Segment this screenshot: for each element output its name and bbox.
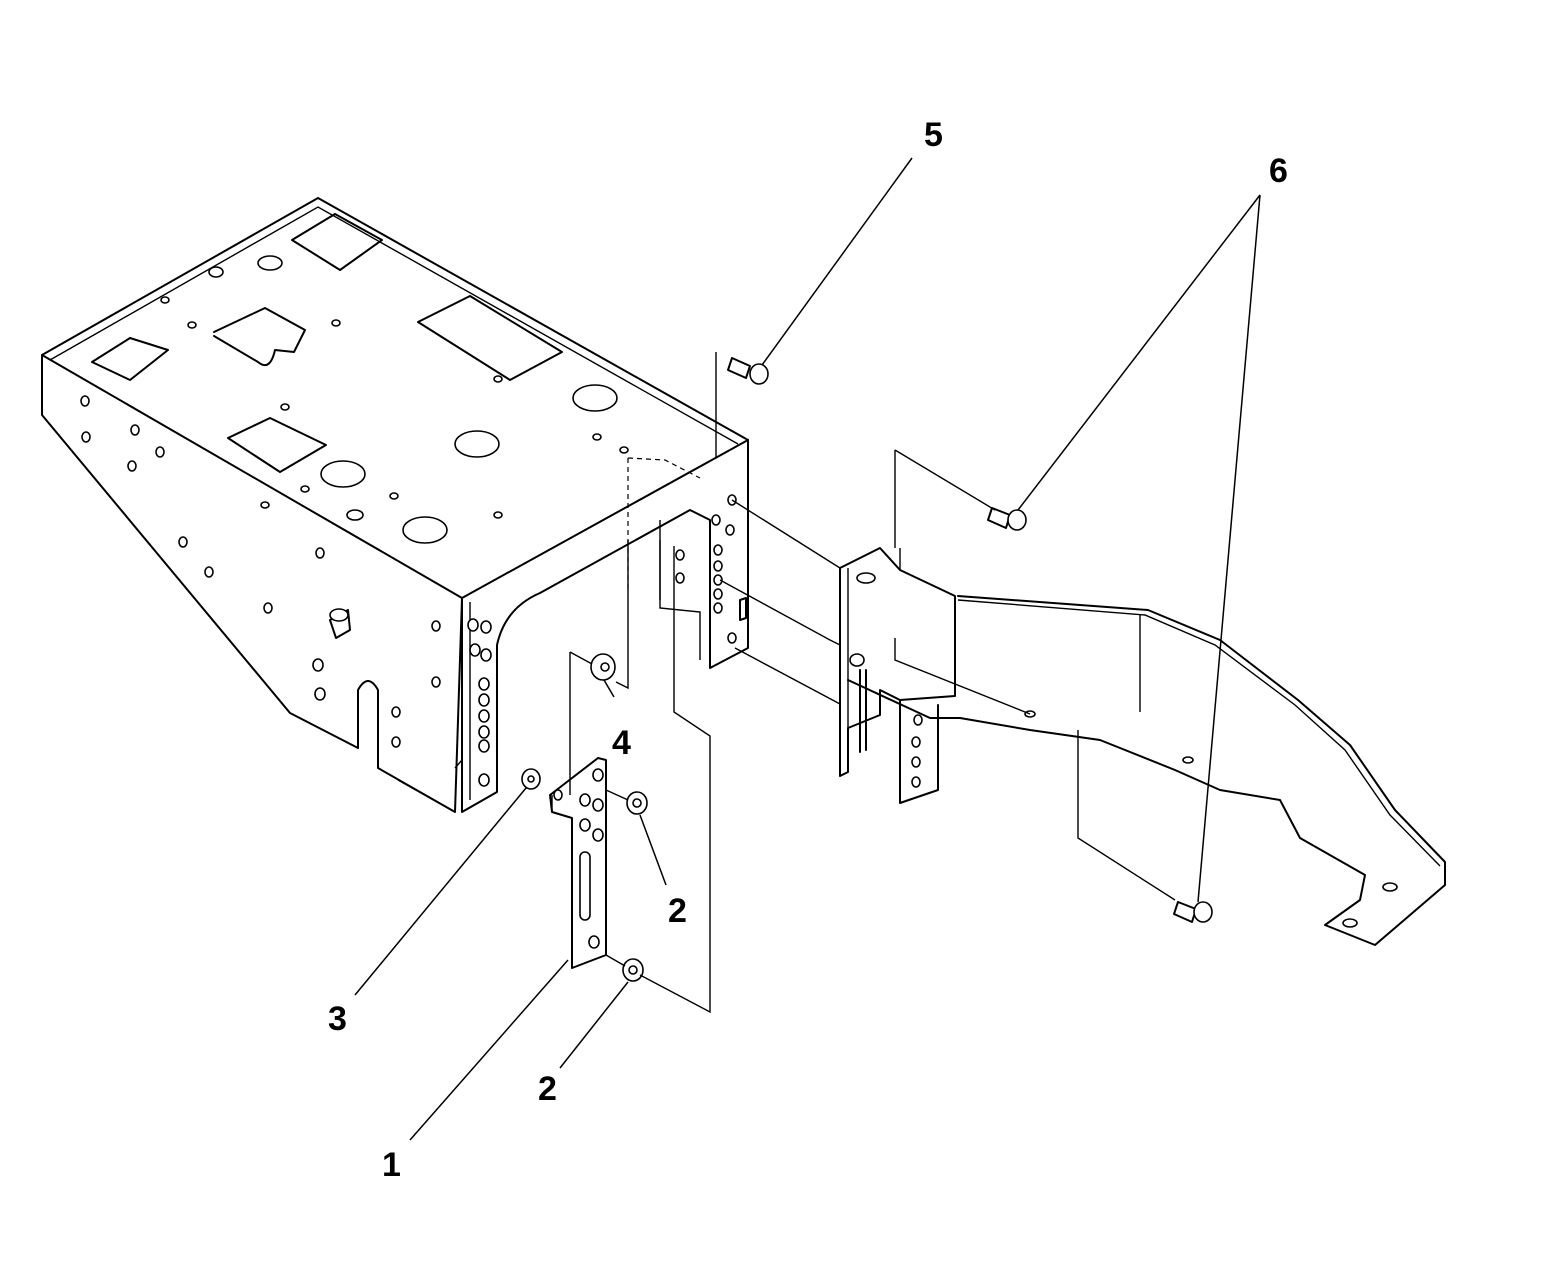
side-bracket-assembly: [839, 547, 956, 804]
callout-labels: 1 2 2 3 4 5 6: [328, 116, 1288, 1184]
part-6-bolt-lower: [1173, 901, 1213, 923]
part-4-washer: [590, 653, 616, 681]
callout-5: 5: [924, 116, 943, 154]
leader-lines: [354, 157, 1261, 1141]
part-6-bolt-upper: [987, 507, 1027, 531]
callout-1: 1: [382, 1146, 401, 1184]
callout-2-lower: 2: [538, 1070, 557, 1108]
chassis-frame: [41, 197, 749, 813]
part-3-nut: [521, 768, 541, 790]
callout-6: 6: [1269, 152, 1288, 190]
part-1-mount-plate: [549, 757, 607, 969]
part-2-nut-lower: [622, 958, 644, 982]
part-2-nut-upper: [626, 791, 648, 815]
assembly-lines: [569, 352, 1176, 1014]
callout-2-upper: 2: [668, 892, 687, 930]
callout-4: 4: [612, 724, 631, 762]
part-5-bolt: [727, 357, 769, 385]
callout-3: 3: [328, 1000, 347, 1038]
